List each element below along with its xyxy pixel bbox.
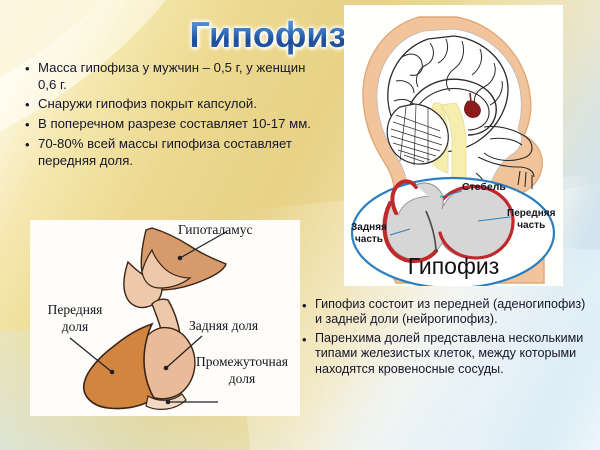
bullet-list-bottom: • Гипофиз состоит из передней (аденогипо… <box>302 297 594 380</box>
bullet-marker-icon: • <box>25 61 30 76</box>
label-anterior-lobe-line2: доля <box>61 319 89 334</box>
bullet-marker-icon: • <box>25 117 30 133</box>
label-anterior-line2: часть <box>517 220 546 231</box>
leader-line-hypothalamus <box>179 231 227 259</box>
leader-dot-posterior-lobe <box>163 365 169 371</box>
label-intermediate-lobe-line1: Промежуточная <box>196 354 288 369</box>
list-item-text: Паренхима долей представлена несколькими… <box>315 330 584 376</box>
label-posterior-line2: часть <box>354 234 383 245</box>
label-hypothalamus: Гипоталамус <box>178 222 253 237</box>
leader-line-posterior-lobe <box>165 335 203 369</box>
list-item-text: Масса гипофиза у мужчин – 0,5 г, у женщи… <box>38 60 306 92</box>
label-posterior: Задняя часть <box>351 222 387 246</box>
list-item-text: 70-80% всей массы гипофиза составляет пе… <box>38 136 292 168</box>
leader-dot-anterior-lobe <box>109 369 115 375</box>
list-item-text: Гипофиз состоит из передней (аденогипофи… <box>315 297 586 327</box>
pituitary-gland-diagram <box>69 227 227 410</box>
label-anterior-lobe-line1: Передняя <box>47 302 103 317</box>
label-intermediate-lobe: Промежуточная доля <box>186 353 298 387</box>
label-anterior-line1: Передняя <box>507 208 556 219</box>
gland-figure-card: Гипоталамус Передняя доля Задняя доля Пр… <box>30 220 300 416</box>
label-intermediate-lobe-line2: доля <box>228 371 256 386</box>
list-item: • 70-80% всей массы гипофиза составляет … <box>25 136 325 169</box>
bullet-marker-icon: • <box>25 97 30 113</box>
list-item: • Паренхима долей представлена нескольки… <box>302 331 594 377</box>
label-anterior: Передняя часть <box>507 208 555 232</box>
list-item: • Снаружи гипофиз покрыт капсулой. <box>25 96 325 113</box>
bullet-list-top: • Масса гипофиза у мужчин – 0,5 г, у жен… <box>25 60 325 172</box>
leader-line-anterior-lobe <box>69 337 113 373</box>
leader-line-stalk <box>439 190 463 198</box>
list-item: • В поперечном разрезе составляет 10-17 … <box>25 116 325 133</box>
bullet-marker-icon: • <box>302 331 307 347</box>
list-item: • Гипофиз состоит из передней (аденогипо… <box>302 297 594 328</box>
bullet-marker-icon: • <box>25 137 30 153</box>
list-item-text: В поперечном разрезе составляет 10-17 мм… <box>38 116 311 132</box>
leader-dot-intermediate-lobe <box>165 399 171 405</box>
leader-line-anterior <box>477 216 511 222</box>
label-anterior-lobe: Передняя доля <box>38 301 112 335</box>
bullet-marker-icon: • <box>302 298 307 313</box>
list-item-text: Снаружи гипофиз покрыт капсулой. <box>38 96 257 112</box>
head-sagittal-diagram <box>350 16 556 286</box>
leader-dot-hypothalamus <box>177 255 183 261</box>
slide-title: Гипофиз <box>168 10 368 60</box>
leader-line-posterior <box>389 228 411 236</box>
label-posterior-line1: Задняя <box>351 222 387 233</box>
head-figure-card: Стебель Задняя часть Передняя часть Гипо… <box>344 5 563 286</box>
list-item: • Масса гипофиза у мужчин – 0,5 г, у жен… <box>25 60 325 93</box>
label-posterior-lobe: Задняя доля <box>189 318 259 333</box>
label-stalk: Стебель <box>462 181 506 193</box>
head-figure-caption: Гипофиз <box>407 253 500 279</box>
